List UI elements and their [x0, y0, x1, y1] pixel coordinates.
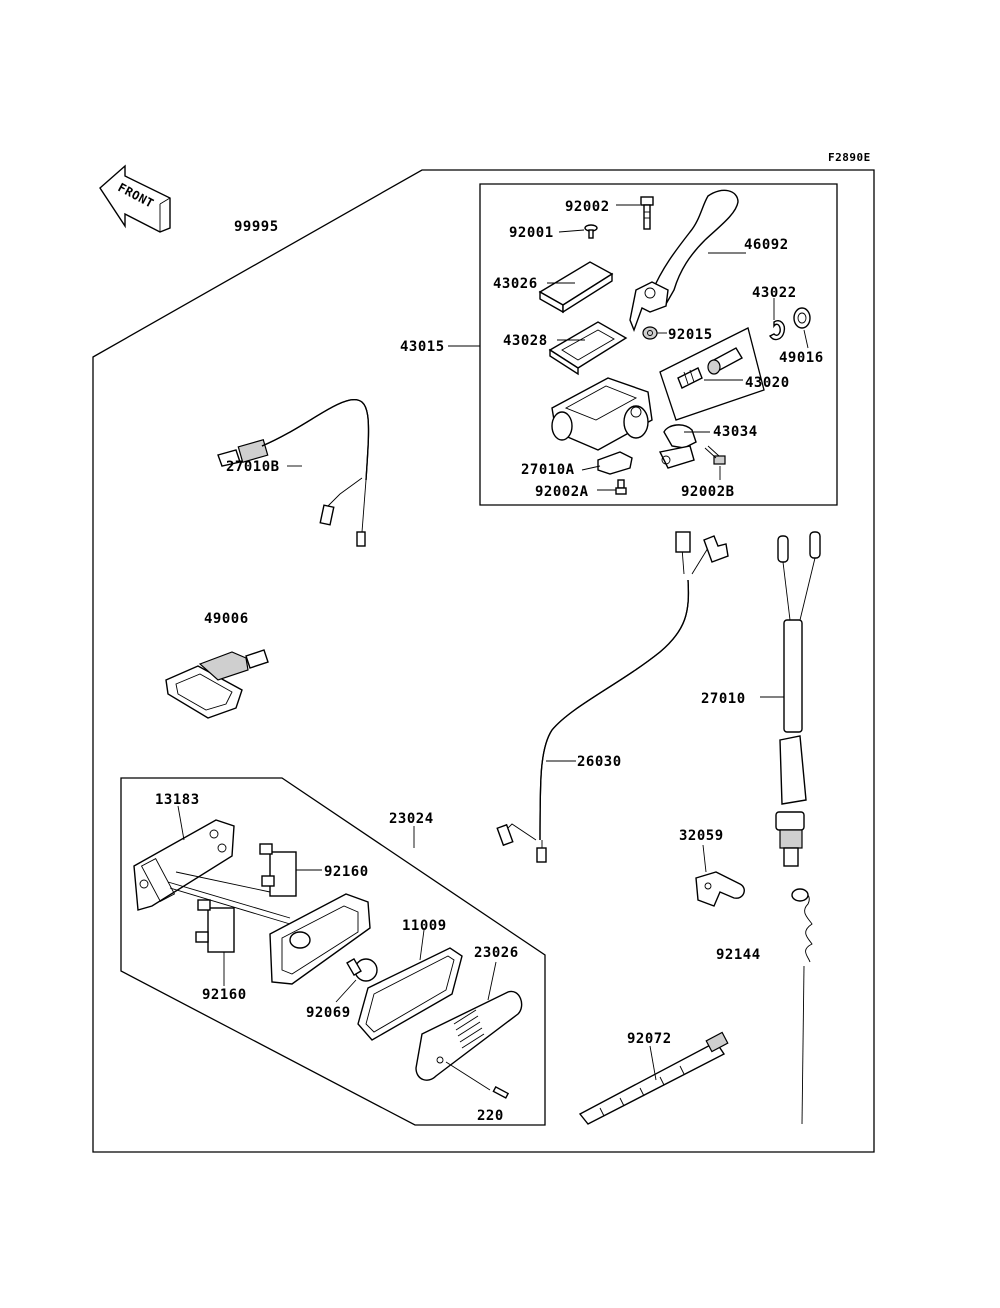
label-11009: 11009 — [402, 918, 447, 934]
label-92160-lower: 92160 — [202, 987, 247, 1003]
figure-code: F2890E — [828, 151, 871, 164]
lens-23026-icon — [415, 990, 523, 1081]
label-43015: 43015 — [400, 339, 445, 355]
label-92069: 92069 — [306, 1005, 351, 1021]
switch-27010-icon — [775, 531, 821, 867]
label-92001: 92001 — [509, 225, 554, 241]
cable-tie-92072-icon — [578, 1031, 729, 1125]
lever-pivot-icon — [629, 281, 669, 332]
label-49016: 49016 — [779, 350, 824, 366]
label-27010B: 27010B — [226, 459, 280, 475]
front-arrow-icon: FRONT — [99, 164, 171, 233]
label-92002B: 92002B — [681, 484, 735, 500]
reservoir-cap-icon — [538, 261, 614, 314]
label-43022: 43022 — [752, 285, 797, 301]
circlip-43022-icon — [768, 320, 786, 341]
label-27010A: 27010A — [521, 462, 575, 478]
holder-43034-icon — [658, 424, 697, 469]
label-26030: 26030 — [577, 754, 622, 770]
label-220: 220 — [477, 1108, 504, 1124]
bolt-92002B-icon — [704, 445, 726, 465]
label-43034: 43034 — [713, 424, 758, 440]
label-23026: 23026 — [474, 945, 519, 961]
spring-92144-icon — [791, 888, 813, 1125]
diaphragm-icon — [548, 321, 628, 376]
label-92144: 92144 — [716, 947, 761, 963]
tail-light-housing-icon — [269, 893, 371, 985]
damper-92160-upper-icon — [259, 843, 297, 897]
bracket-13183-icon — [133, 819, 235, 911]
screw-92001-icon — [584, 224, 598, 239]
bolt-92002-icon — [640, 196, 654, 230]
tail-light-group-box — [120, 777, 546, 1126]
label-43026: 43026 — [493, 276, 538, 292]
label-46092: 46092 — [744, 237, 789, 253]
label-92072: 92072 — [627, 1031, 672, 1047]
master-cylinder-group-box — [479, 183, 838, 506]
label-92002: 92002 — [565, 199, 610, 215]
kit-outline — [92, 169, 875, 1153]
switch-lead-27010B-icon — [217, 398, 370, 547]
label-32059: 32059 — [679, 828, 724, 844]
label-43028: 43028 — [503, 333, 548, 349]
piston-kit-43020-icon — [659, 327, 765, 421]
label-92015: 92015 — [668, 327, 713, 343]
screw-92002A-icon — [615, 479, 627, 495]
label-27010: 27010 — [701, 691, 746, 707]
label-49006: 49006 — [204, 611, 249, 627]
label-43020: 43020 — [745, 375, 790, 391]
damper-92160-lower-icon — [195, 899, 235, 953]
label-99995: 99995 — [234, 219, 279, 235]
bulb-92069-icon — [346, 957, 378, 982]
boot-49016-icon — [793, 307, 811, 329]
master-cylinder-body-icon — [551, 377, 653, 451]
harness-26030-icon — [496, 531, 729, 863]
bulb-socket-49006-icon — [165, 649, 269, 719]
switch-27010A-icon — [597, 451, 633, 475]
screw-220-icon — [492, 1086, 510, 1099]
brake-lever-icon — [651, 189, 739, 305]
gasket-11009-icon — [357, 947, 463, 1041]
label-23024: 23024 — [389, 811, 434, 827]
label-92160-upper: 92160 — [324, 864, 369, 880]
label-92002A: 92002A — [535, 484, 589, 500]
clamp-32059-icon — [695, 871, 745, 907]
label-13183: 13183 — [155, 792, 200, 808]
nut-92015-icon — [642, 326, 658, 340]
